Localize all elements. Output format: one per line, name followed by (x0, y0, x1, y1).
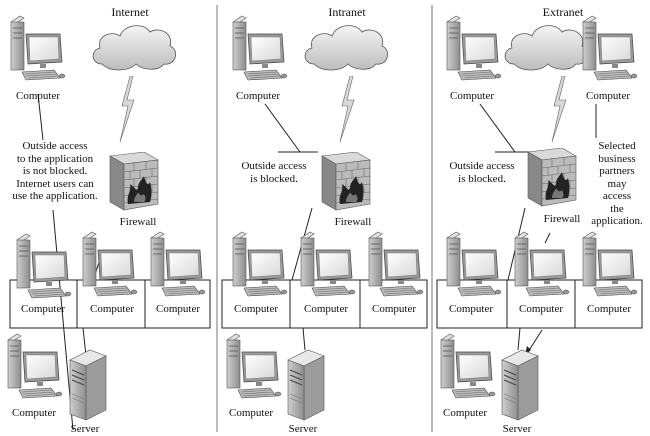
computer-label: Computer (519, 303, 563, 315)
lightning-icon (550, 76, 568, 142)
computer-icon (580, 228, 638, 306)
firewall-label: Firewall (119, 216, 157, 228)
computer-label: Computer (450, 90, 494, 102)
computer-icon (230, 228, 288, 306)
cloud-icon (300, 20, 392, 72)
computer-label: Computer (90, 303, 134, 315)
server-icon (64, 348, 108, 424)
computer-label: Computer (449, 303, 493, 315)
computer-label: Computer (236, 90, 280, 102)
note-outside-access: Outside access is blocked. (449, 160, 515, 185)
panel-title: Extranet (542, 5, 584, 19)
cloud-icon (500, 20, 592, 72)
cloud-icon (88, 20, 180, 72)
computer-icon (224, 330, 282, 408)
computer-icon (438, 330, 496, 408)
computer-icon (148, 228, 206, 306)
computer-label: Computer (372, 303, 416, 315)
note-outside-access: Outside access is blocked. (241, 160, 307, 185)
computer-label: Computer (586, 90, 630, 102)
firewall-label: Firewall (543, 213, 581, 225)
computer-label: Computer (304, 303, 348, 315)
computer-label: Computer (156, 303, 200, 315)
server-label: Server (288, 423, 318, 435)
network-box-intranet (221, 279, 428, 329)
computer-label: Computer (229, 407, 273, 419)
server-icon (496, 348, 540, 424)
computer-label: Computer (12, 407, 56, 419)
note-outside-access: Outside access to the application is not… (12, 140, 98, 202)
panel-title: Internet (111, 5, 149, 19)
computer-icon (366, 228, 424, 306)
note-business-partners: Selected business partners may access th… (591, 140, 643, 227)
computer-icon (230, 12, 288, 90)
computer-label: Computer (21, 303, 65, 315)
firewall-icon (108, 152, 160, 212)
network-box-internet (9, 279, 211, 329)
computer-label: Computer (443, 407, 487, 419)
computer-icon (14, 230, 72, 308)
computer-icon (444, 228, 502, 306)
lightning-icon (118, 76, 136, 142)
firewall-icon (320, 152, 372, 212)
computer-icon (5, 330, 63, 408)
computer-icon (80, 228, 138, 306)
firewall-label: Firewall (334, 216, 372, 228)
lightning-icon (338, 76, 356, 142)
panel-title: Intranet (328, 5, 366, 19)
computer-icon (512, 228, 570, 306)
computer-icon (8, 12, 66, 90)
computer-icon (298, 228, 356, 306)
server-label: Server (502, 423, 532, 435)
server-label: Server (70, 423, 100, 435)
computer-label: Computer (587, 303, 631, 315)
network-box-extranet (436, 279, 643, 329)
computer-label: Computer (234, 303, 278, 315)
firewall-icon (526, 148, 578, 208)
server-icon (282, 348, 326, 424)
computer-label: Computer (16, 90, 60, 102)
computer-icon (580, 12, 638, 90)
computer-icon (444, 12, 502, 90)
